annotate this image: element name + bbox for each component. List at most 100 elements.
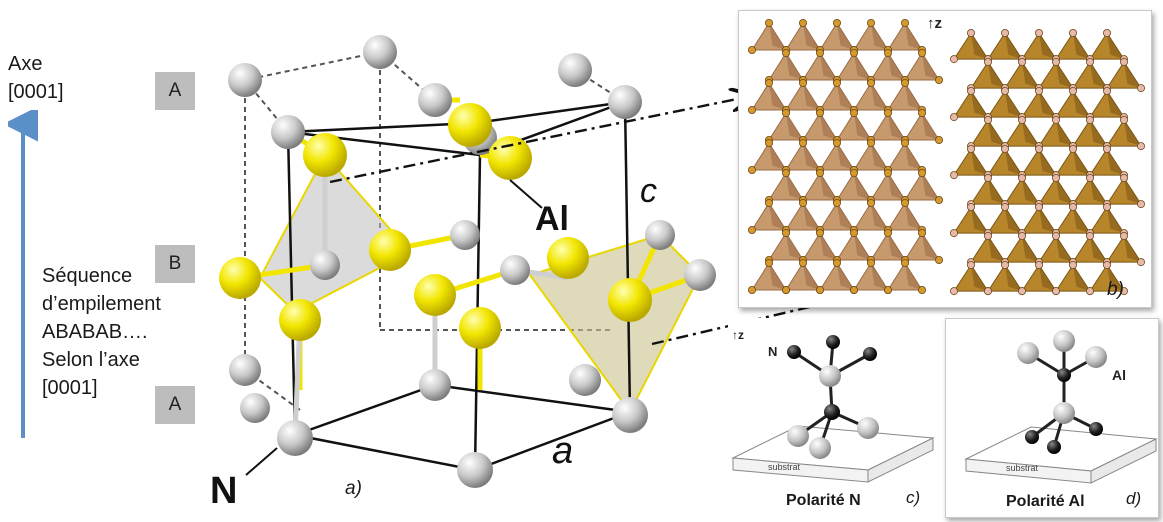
n-atom — [363, 35, 397, 69]
tetrahedron-face — [1107, 91, 1124, 118]
label-al: Al — [535, 200, 569, 238]
tetrahedron-face — [837, 83, 854, 110]
atom-bead — [1034, 144, 1043, 153]
atom-bead — [966, 144, 975, 153]
atom-bead — [983, 231, 992, 240]
n-atom — [418, 83, 452, 117]
tetrahedron-face — [803, 203, 820, 230]
atom-bead — [866, 198, 875, 207]
tetrahedron-face — [820, 113, 837, 140]
tetrahedron-face — [1073, 207, 1090, 234]
tetrahedron-face — [971, 265, 988, 292]
tetrahedron-face — [888, 233, 905, 260]
tetrahedron-face — [1005, 91, 1022, 118]
tetrahedron-face — [1073, 149, 1090, 176]
tetrahedron-face — [1124, 120, 1141, 147]
tetrahedra-stacks — [747, 18, 1145, 296]
tetrahedron-face — [786, 173, 803, 200]
atom-bead — [764, 79, 773, 88]
tetrahedron-face — [1056, 62, 1073, 89]
tetrahedron-face — [971, 207, 988, 234]
atom-bead — [934, 76, 943, 85]
atom-bead — [1000, 87, 1009, 96]
atom-bead — [966, 202, 975, 211]
tetrahedron-face — [1039, 91, 1056, 118]
atom-bead — [1017, 173, 1026, 182]
atom-bead — [949, 171, 958, 180]
n-atom — [277, 420, 313, 456]
atom-bead — [833, 138, 842, 147]
atom-bead — [782, 49, 791, 58]
n-atom — [608, 85, 642, 119]
atom-bead — [934, 195, 943, 204]
al-atom — [608, 278, 652, 322]
atom-bead — [1034, 260, 1043, 269]
nitrogen-atoms — [228, 35, 716, 488]
atom-bead — [983, 58, 992, 67]
tetrahedron-face — [888, 173, 905, 200]
polarity-n-diagram — [731, 335, 935, 483]
tetrahedron-face — [888, 113, 905, 140]
tetrahedron-face — [769, 263, 786, 290]
substrate-label-d: substrat — [1006, 463, 1039, 473]
atom-bead — [1051, 173, 1060, 182]
atom-bead — [833, 258, 842, 267]
atom-bead — [764, 198, 773, 207]
atom-bead — [866, 138, 875, 147]
atom-bead — [1119, 173, 1128, 182]
tetrahedron-face — [769, 143, 786, 170]
atom-bead — [782, 285, 791, 294]
atom-bead — [1034, 202, 1043, 211]
tetrahedron-face — [1022, 236, 1039, 263]
atom-bead — [850, 228, 859, 237]
n-atom — [310, 250, 340, 280]
al-atom — [414, 274, 456, 316]
atom-bead — [799, 79, 808, 88]
tetrahedron-face — [854, 173, 871, 200]
z-axis-arrow-icon: ↑ — [732, 328, 738, 342]
tetrahedron-face — [988, 62, 1005, 89]
atom-bead — [883, 168, 892, 177]
atom-bead — [1119, 231, 1128, 240]
tetrahedron-face — [971, 33, 988, 60]
stack-badge-b: B — [155, 245, 195, 283]
tetrahedron-face — [1005, 265, 1022, 292]
n-atom — [240, 393, 270, 423]
atom-bead — [883, 285, 892, 294]
atom-bead — [934, 255, 943, 264]
tetrahedron-face — [837, 203, 854, 230]
tetrahedron-face — [922, 233, 939, 260]
tetrahedron-face — [786, 233, 803, 260]
atom-bead — [1000, 144, 1009, 153]
atom-bead — [883, 49, 892, 58]
atom-bead — [816, 285, 825, 294]
panel-d-polarity-al: Al substrat Polarité Al d) — [945, 318, 1159, 518]
tetrahedron-face — [905, 23, 922, 50]
n-atom — [684, 259, 716, 291]
al-atom — [448, 103, 492, 147]
tetrahedron-face — [1039, 207, 1056, 234]
atom-bead — [949, 55, 958, 64]
atom-label-al: Al — [1112, 367, 1126, 383]
n-atom — [569, 364, 601, 396]
al-atom — [459, 307, 501, 349]
atom-bead — [866, 258, 875, 267]
atom-bead — [850, 109, 859, 118]
polarity-al-diagram — [964, 330, 1158, 484]
tetrahedron-face — [1073, 265, 1090, 292]
tetrahedron-face — [820, 233, 837, 260]
tetrahedron-face — [803, 263, 820, 290]
atom-bead — [1085, 231, 1094, 240]
atom-bead — [816, 228, 825, 237]
atom-bead — [833, 79, 842, 88]
atom-bead — [1068, 28, 1077, 37]
atom-bead — [799, 138, 808, 147]
tetrahedron-face — [988, 120, 1005, 147]
atom-bead — [1136, 258, 1145, 267]
al-label-pointer — [509, 179, 543, 209]
n-atom — [558, 53, 592, 87]
tetrahedron-face — [1056, 178, 1073, 205]
tetrahedron-face — [786, 113, 803, 140]
tetrahedron-face — [905, 143, 922, 170]
n-atom — [419, 369, 451, 401]
